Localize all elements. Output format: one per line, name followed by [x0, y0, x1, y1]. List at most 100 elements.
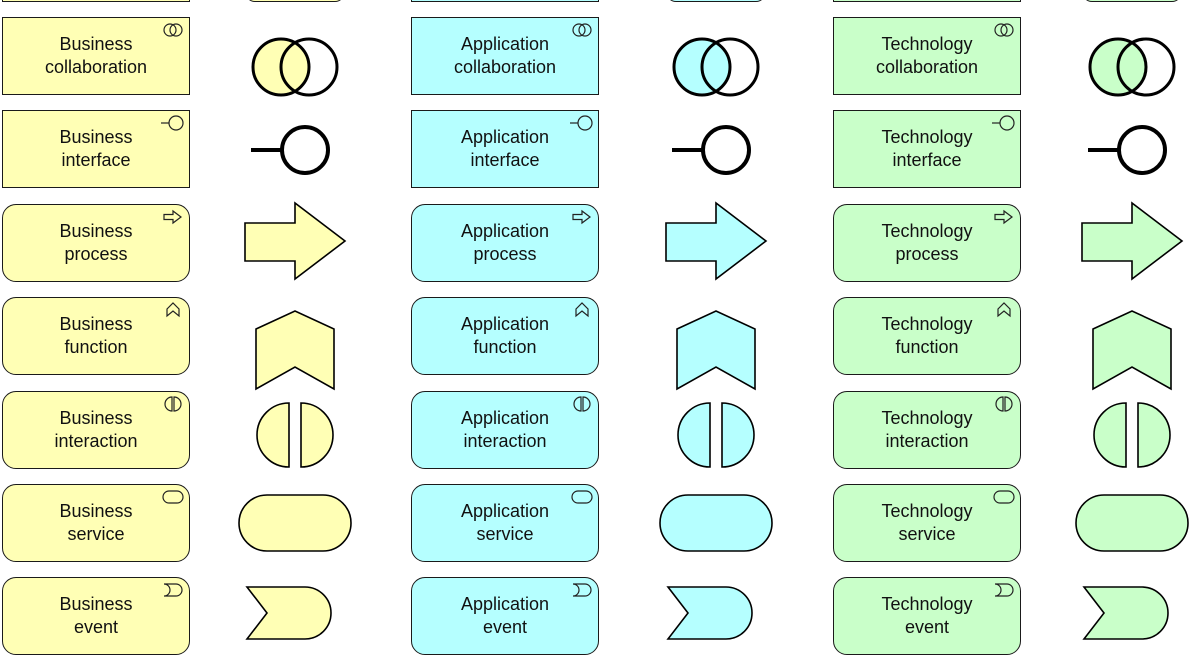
- label-layer-word: Technology: [881, 221, 973, 241]
- interaction-icon: [995, 396, 1013, 412]
- technology-collaboration-shape-icon: [1088, 37, 1176, 97]
- application-top-cutoff-shape: [666, 0, 766, 2]
- label-layer-word: Application: [460, 501, 550, 521]
- technology-interface-label: Technology interface: [834, 126, 1020, 172]
- application-function-shape-icon: [676, 310, 756, 391]
- label-element-word: interface: [892, 150, 962, 170]
- label-layer-word: Business: [59, 221, 133, 241]
- business-process-box: Business process: [2, 204, 190, 282]
- label-layer-word: Business: [59, 408, 133, 428]
- process-arrow-icon: [572, 209, 591, 225]
- label-layer-word: Business: [59, 501, 133, 521]
- label-layer-word: Technology: [881, 408, 973, 428]
- interface-icon: [992, 115, 1015, 131]
- collaboration-icon: [163, 23, 183, 37]
- business-interface-shape-icon: [251, 125, 330, 175]
- application-event-label: Application event: [412, 593, 598, 639]
- application-interface-label: Application interface: [412, 126, 598, 172]
- label-layer-word: Technology: [881, 594, 973, 614]
- event-icon: [994, 583, 1014, 597]
- label-layer-word: Technology: [881, 127, 973, 147]
- technology-event-shape-icon: [1082, 586, 1169, 640]
- business-top-cutoff-box: [2, 0, 190, 2]
- technology-function-label: Technology function: [834, 313, 1020, 359]
- service-icon: [162, 490, 184, 504]
- label-element-word: process: [473, 244, 537, 264]
- business-interaction-shape-icon: [256, 402, 334, 468]
- label-element-word: event: [482, 617, 528, 637]
- label-element-word: interface: [470, 150, 540, 170]
- label-element-word: process: [64, 244, 128, 264]
- business-service-label: Business service: [3, 500, 189, 546]
- application-collaboration-shape-icon: [672, 37, 760, 97]
- event-icon: [163, 583, 183, 597]
- business-collaboration-box: Business collaboration: [2, 17, 190, 95]
- collaboration-icon: [572, 23, 592, 37]
- label-element-word: service: [67, 524, 125, 544]
- function-chevron-icon: [575, 302, 589, 318]
- label-element-word: interaction: [463, 431, 547, 451]
- technology-interface-shape-icon: [1088, 125, 1167, 175]
- interaction-icon: [164, 396, 182, 412]
- label-layer-word: Application: [460, 594, 550, 614]
- technology-function-box: Technology function: [833, 297, 1021, 375]
- label-layer-word: Application: [460, 127, 550, 147]
- application-service-shape-icon: [659, 494, 773, 552]
- label-element-word: function: [473, 337, 537, 357]
- technology-service-label: Technology service: [834, 500, 1020, 546]
- collaboration-icon: [994, 23, 1014, 37]
- function-chevron-icon: [997, 302, 1011, 318]
- label-element-word: collaboration: [44, 57, 148, 77]
- application-interface-shape-icon: [672, 125, 751, 175]
- label-element-word: function: [895, 337, 959, 357]
- application-interaction-label: Application interaction: [412, 407, 598, 453]
- business-event-shape-icon: [245, 586, 332, 640]
- business-collaboration-shape-icon: [251, 37, 339, 97]
- application-interface-box: Application interface: [411, 110, 599, 188]
- application-interaction-shape-icon: [677, 402, 755, 468]
- application-top-cutoff-box: [411, 0, 599, 2]
- business-process-label: Business process: [3, 220, 189, 266]
- technology-process-box: Technology process: [833, 204, 1021, 282]
- label-layer-word: Application: [460, 408, 550, 428]
- business-service-box: Business service: [2, 484, 190, 562]
- label-element-word: event: [73, 617, 119, 637]
- technology-service-box: Technology service: [833, 484, 1021, 562]
- technology-interaction-shape-icon: [1093, 402, 1171, 468]
- interaction-icon: [573, 396, 591, 412]
- label-element-word: service: [898, 524, 956, 544]
- business-process-shape-icon: [244, 201, 347, 281]
- label-element-word: interface: [61, 150, 131, 170]
- label-layer-word: Business: [59, 34, 133, 54]
- process-arrow-icon: [163, 209, 182, 225]
- label-element-word: process: [895, 244, 959, 264]
- technology-process-shape-icon: [1081, 201, 1184, 281]
- application-event-box: Application event: [411, 577, 599, 655]
- label-layer-word: Technology: [881, 314, 973, 334]
- label-layer-word: Application: [460, 314, 550, 334]
- label-layer-word: Business: [59, 314, 133, 334]
- label-element-word: interaction: [885, 431, 969, 451]
- technology-top-cutoff-box: [833, 0, 1021, 2]
- technology-service-shape-icon: [1075, 494, 1189, 552]
- label-layer-word: Technology: [881, 34, 973, 54]
- technology-function-shape-icon: [1092, 310, 1172, 391]
- label-layer-word: Technology: [881, 501, 973, 521]
- application-function-label: Application function: [412, 313, 598, 359]
- service-icon: [993, 490, 1015, 504]
